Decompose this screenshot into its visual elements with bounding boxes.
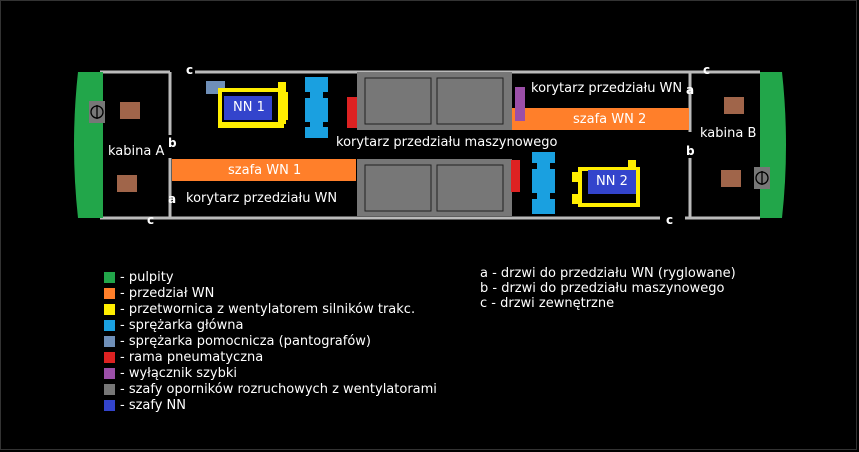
pulpit-cab-b [760,72,786,218]
szafa-wn-2 [512,108,689,130]
legend-label: - sprężarka pomocnicza (pantografów) [120,333,371,349]
seat-cab-a-top [120,102,140,119]
legend-item: - przetwornica z wentylatorem silników t… [104,301,437,317]
legend-item: - szafy NN [104,397,437,413]
nn-1-label: NN 1 [233,100,265,115]
door-c-bottom-left: c [147,213,155,227]
resistor-cabinet-bottom [357,159,512,216]
legend-label: - rama pneumatyczna [120,349,264,365]
color-legend: - pulpity- przedział WN- przetwornica z … [104,269,437,413]
seat-cab-b-bottom [721,170,741,187]
cab-b-device [754,167,770,189]
door-c-top-right: c [703,63,711,77]
legend-label: - sprężarka główna [120,317,244,333]
legend-swatch [104,351,115,363]
wylacznik-szybki [515,87,525,121]
legend-item: - szafy oporników rozruchowych z wentyla… [104,381,437,397]
legend-swatch [104,303,115,315]
door-c-bottom-right: c [666,213,674,227]
legend-swatch [104,383,115,395]
resistor-cabinet-top [357,72,512,130]
doors-legend-a: a - drzwi do przedziału WN (ryglowane) [480,266,736,281]
seat-cab-a-bottom [117,175,137,192]
legend-label: - wyłącznik szybki [120,365,237,381]
rama-pneumatyczna-top [347,97,357,128]
legend-item: - sprężarka główna [104,317,437,333]
legend-label: - szafy NN [120,397,187,413]
szafa-nn-1 [224,96,272,120]
kabina-b-label: kabina B [700,126,757,141]
doors-legend-b: b - drzwi do przedziału maszynowego [480,281,725,296]
door-c-top-left: c [186,63,194,77]
doors-legend: a - drzwi do przedziału WN (ryglowane) b… [480,266,736,311]
legend-label: - szafy oporników rozruchowych z wentyla… [120,381,437,397]
legend-swatch [104,399,115,411]
sprezarka-glowna-bottom [532,152,555,214]
legend-item: - wyłącznik szybki [104,365,437,381]
legend-item: - rama pneumatyczna [104,349,437,365]
kabina-a-label: kabina A [108,144,165,159]
legend-swatch [104,319,115,331]
korytarz-wn-bottom-label: korytarz przedziału WN [186,191,338,206]
rama-pneumatyczna-bottom [511,160,520,192]
legend-label: - przedział WN [120,285,215,301]
pulpit-cab-a [74,72,103,218]
legend-item: - sprężarka pomocnicza (pantografów) [104,333,437,349]
legend-item: - pulpity [104,269,437,285]
legend-swatch [104,367,115,379]
nn-2-label: NN 2 [596,174,628,189]
seat-cab-b-top [724,97,744,114]
szafa-nn-2 [588,170,636,194]
legend-swatch [104,335,115,347]
korytarz-maszynowy-label: korytarz przedziału maszynowego [336,135,558,150]
szafa-wn-2-label: szafa WN 2 [573,112,647,127]
legend-swatch [104,271,115,283]
legend-item: - przedział WN [104,285,437,301]
door-b-right: b [686,144,695,158]
door-a-bottom: a [168,192,177,206]
szafa-wn-1 [172,159,356,181]
korytarz-wn-top-label: korytarz przedziału WN [531,81,683,96]
door-a-top: a [686,83,695,97]
doors-legend-c: c - drzwi zewnętrzne [480,296,615,311]
sprezarka-glowna-top [305,77,328,138]
legend-swatch [104,287,115,299]
legend-label: - przetwornica z wentylatorem silników t… [120,301,416,317]
cab-a-device [89,101,105,123]
door-b-left: b [168,136,177,150]
szafa-wn-1-label: szafa WN 1 [228,163,302,178]
legend-label: - pulpity [120,269,174,285]
